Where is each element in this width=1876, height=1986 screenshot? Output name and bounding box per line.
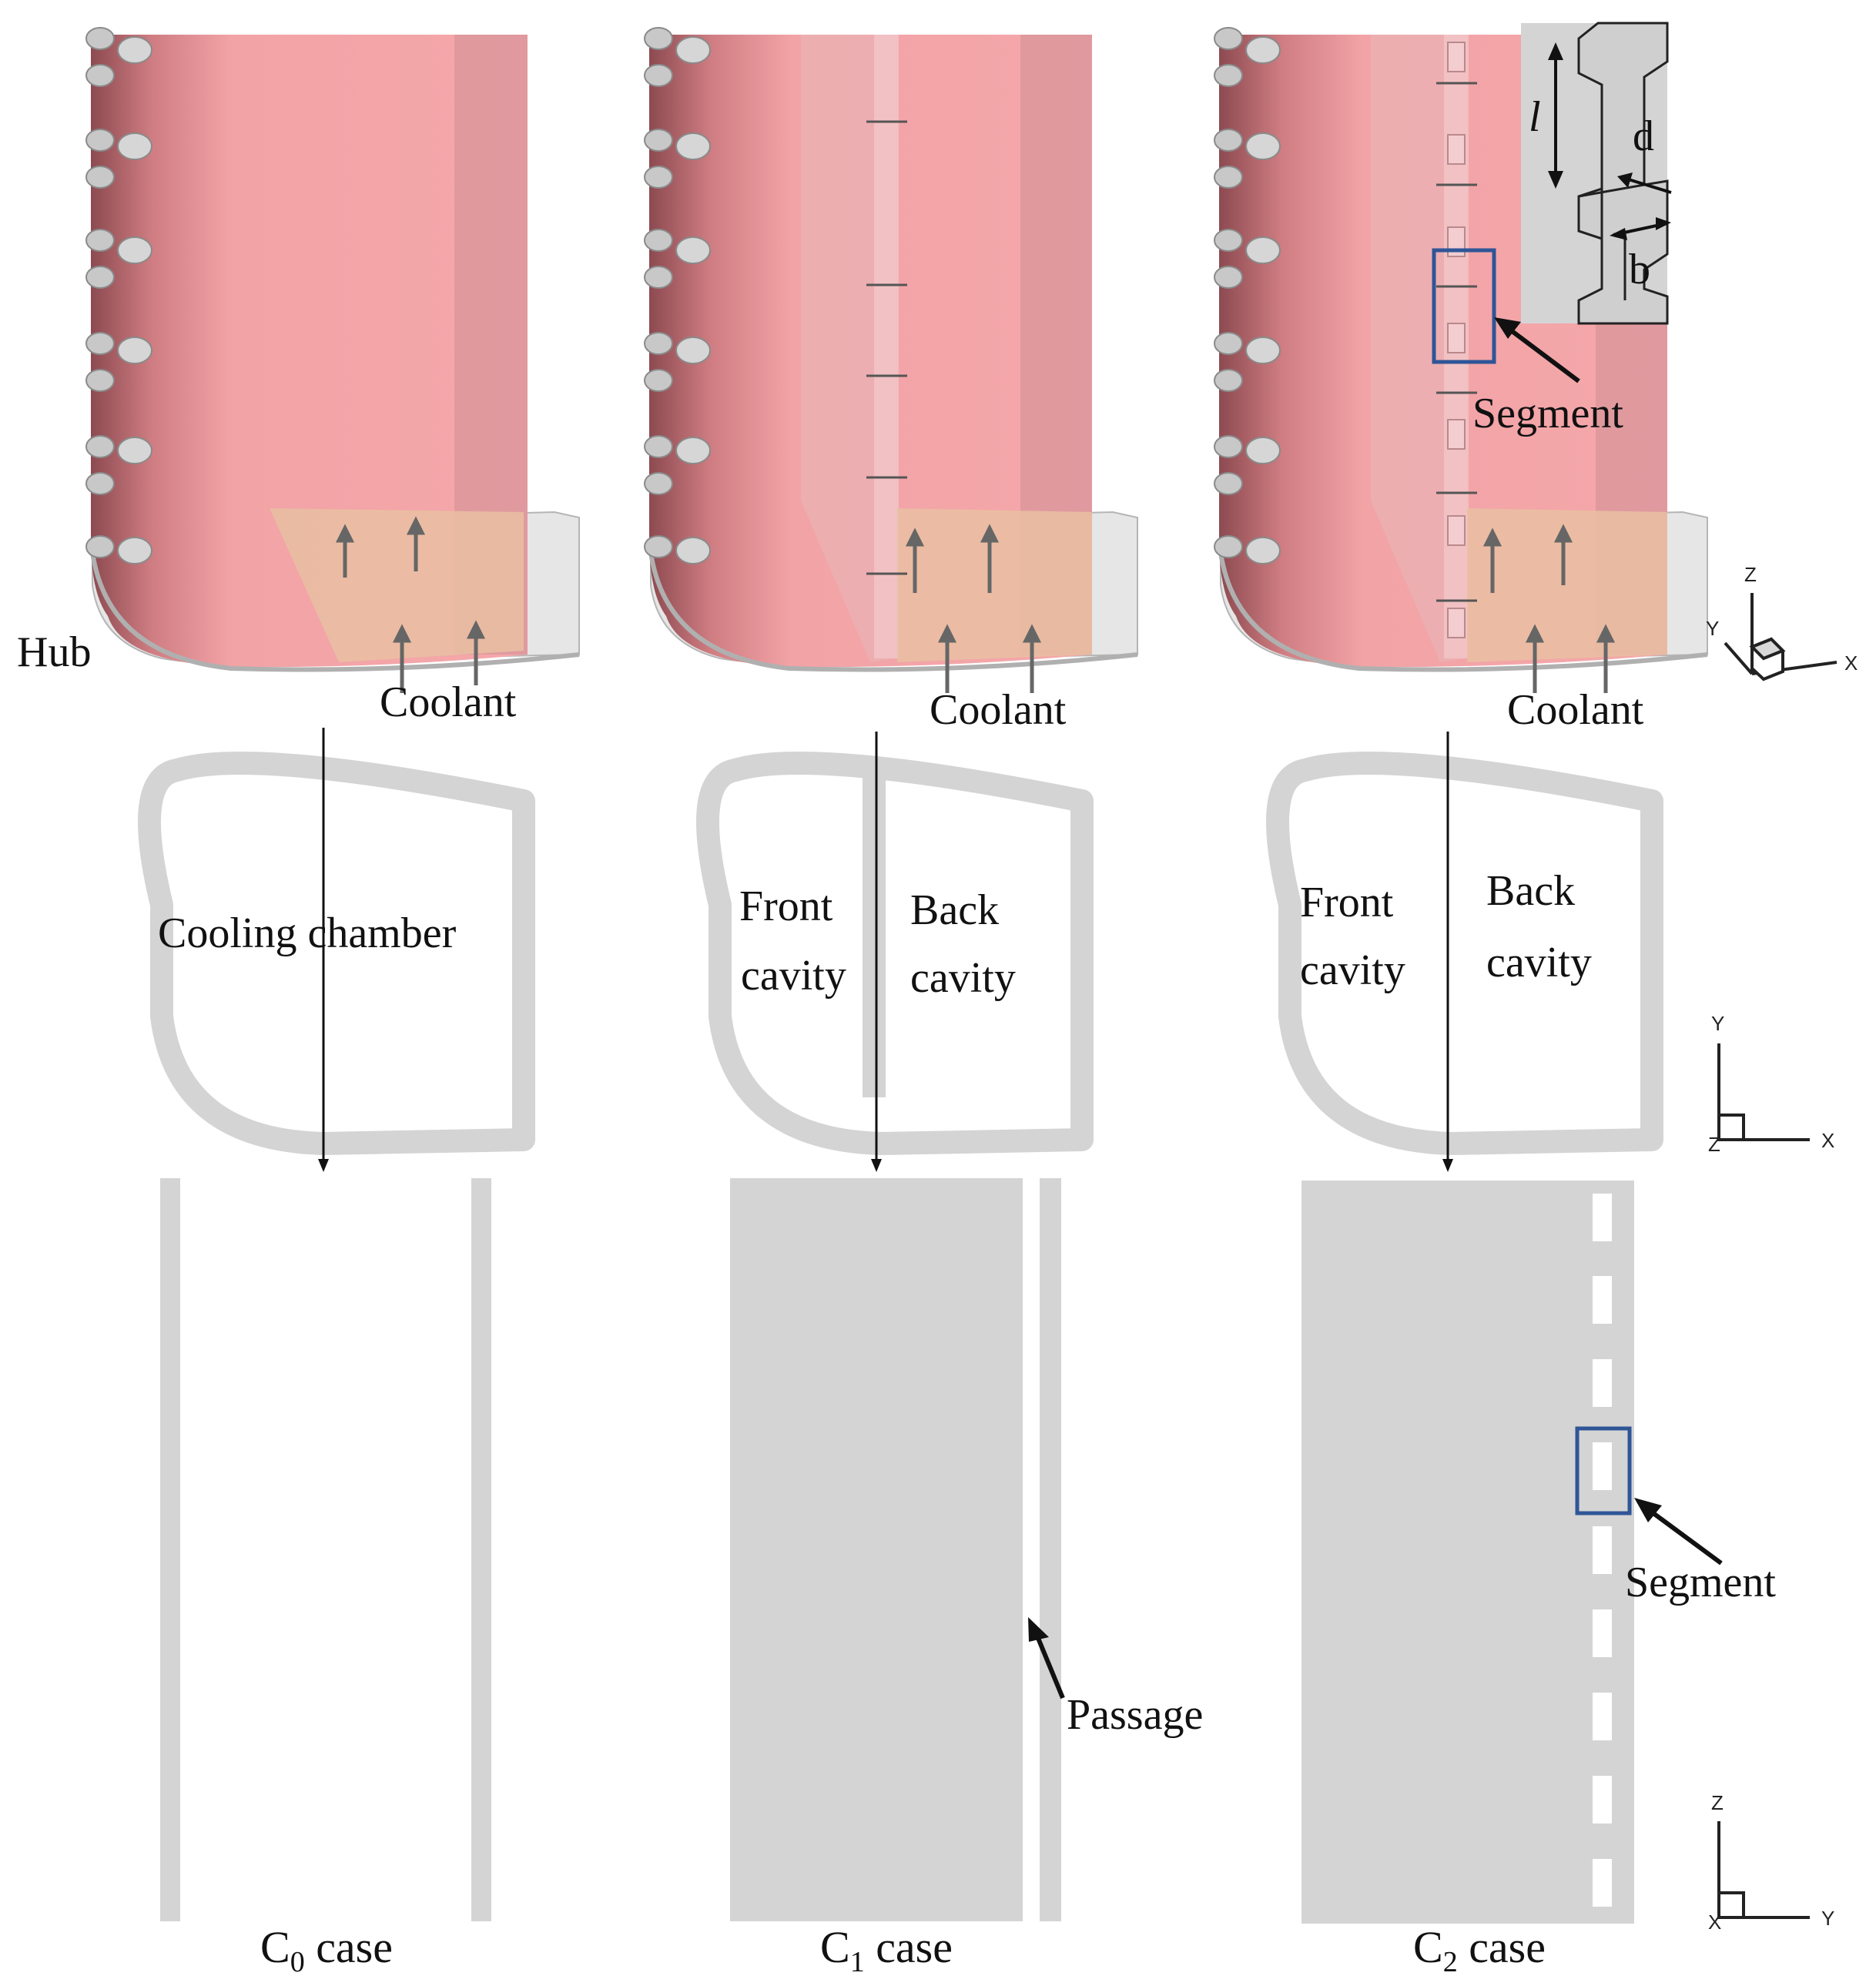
coolant-label-c0: Coolant bbox=[380, 678, 517, 726]
back-cavity-label-c1: cavity bbox=[910, 954, 1016, 1002]
cross-section-c0 bbox=[138, 728, 535, 1172]
cross-section-c1 bbox=[696, 732, 1094, 1172]
axis-x-label-1: X bbox=[1844, 651, 1858, 675]
axis-y-label-3: Y bbox=[1821, 1907, 1834, 1930]
axis-x-label-3: X bbox=[1708, 1911, 1721, 1934]
front-label-c1: Front bbox=[739, 882, 833, 930]
front-cavity-label-c2: cavity bbox=[1300, 946, 1405, 994]
passage-label: Passage bbox=[1067, 1691, 1203, 1739]
dim-b-label: b bbox=[1629, 246, 1650, 293]
back-cavity-label-c2: cavity bbox=[1486, 939, 1592, 986]
caption-c2: C2 case bbox=[1413, 1922, 1546, 1978]
dim-d-label: d bbox=[1633, 112, 1654, 160]
coolant-label-c1: Coolant bbox=[930, 686, 1067, 734]
hub-label: Hub bbox=[17, 628, 91, 676]
front-cavity-label-c1: cavity bbox=[741, 952, 846, 1000]
blade-3d-c0 bbox=[85, 27, 580, 693]
segment-label-3d: Segment bbox=[1472, 390, 1623, 437]
segment-label-side: Segment bbox=[1625, 1559, 1776, 1606]
side-view-c2 bbox=[1301, 1181, 1634, 1924]
caption-c1: C1 case bbox=[820, 1922, 953, 1978]
axis-y-label-2: Y bbox=[1711, 1012, 1724, 1035]
xy-axes-triad bbox=[1717, 1043, 1810, 1141]
caption-c0: C0 case bbox=[260, 1922, 393, 1978]
side-view-c1 bbox=[730, 1178, 1061, 1921]
segment-detail-inset: l d b bbox=[1521, 22, 1672, 325]
xyz-axes-triad bbox=[1724, 593, 1837, 682]
axis-y-label-1: Y bbox=[1706, 617, 1719, 640]
axis-z-label-3: Z bbox=[1711, 1791, 1724, 1814]
axis-x-label-2: X bbox=[1821, 1129, 1834, 1152]
coolant-label-c2: Coolant bbox=[1507, 686, 1644, 734]
cooling-chamber-label: Cooling chamber bbox=[158, 909, 457, 957]
dim-l-label: l bbox=[1529, 93, 1541, 141]
back-label-c2: Back bbox=[1486, 867, 1575, 915]
side-view-c0 bbox=[160, 1178, 491, 1921]
blade-3d-c1 bbox=[644, 27, 1138, 693]
blade-3d-c2: l d b bbox=[1214, 22, 1708, 693]
segment-highlight-box-side bbox=[1575, 1426, 1632, 1515]
axis-z-label-2: Z bbox=[1708, 1133, 1720, 1156]
zy-axes-triad bbox=[1717, 1821, 1810, 1919]
cross-section-c2 bbox=[1266, 732, 1663, 1172]
axis-z-label-1: Z bbox=[1744, 563, 1757, 586]
back-label-c1: Back bbox=[910, 886, 999, 934]
front-label-c2: Front bbox=[1300, 879, 1394, 926]
segment-highlight-box-3d bbox=[1432, 248, 1496, 364]
